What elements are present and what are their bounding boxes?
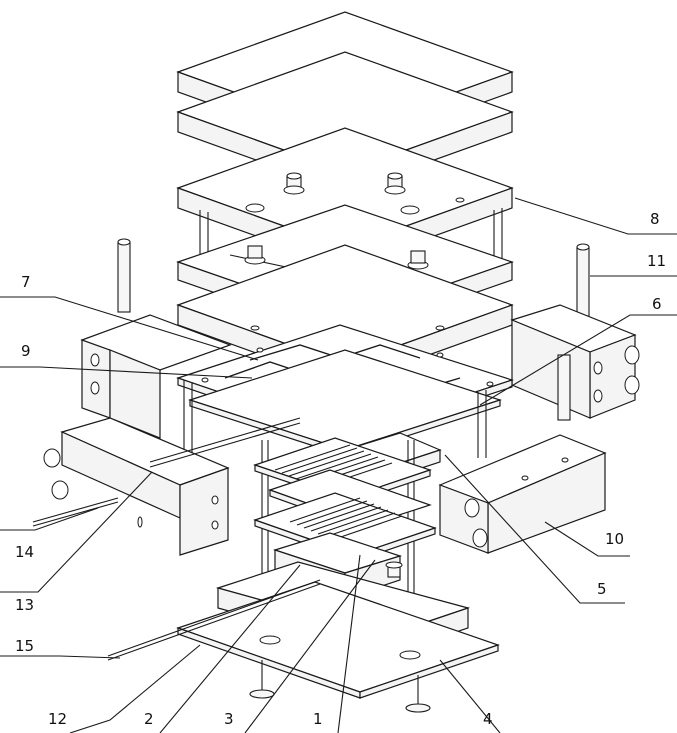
tube-14 bbox=[32, 497, 119, 527]
label-14: 14 bbox=[15, 543, 34, 561]
label-15: 15 bbox=[15, 637, 34, 655]
plate-8 bbox=[176, 127, 514, 269]
label-11: 11 bbox=[647, 252, 666, 270]
bolt-nut-right bbox=[384, 172, 406, 195]
label-8: 8 bbox=[650, 210, 660, 228]
left-clamp-bar-lower bbox=[43, 417, 230, 556]
rod-left-top bbox=[117, 238, 131, 313]
label-10: 10 bbox=[605, 530, 624, 548]
label-13: 13 bbox=[15, 596, 34, 614]
label-5: 5 bbox=[597, 580, 607, 598]
rod-right-mid bbox=[557, 354, 571, 421]
label-3: 3 bbox=[224, 710, 234, 728]
label-9: 9 bbox=[21, 342, 31, 360]
label-1: 1 bbox=[313, 710, 323, 728]
label-12: 12 bbox=[48, 710, 67, 728]
label-2: 2 bbox=[144, 710, 154, 728]
base-plate bbox=[176, 581, 500, 713]
right-clamp-bar-upper bbox=[510, 304, 640, 419]
bolt-nut-left bbox=[283, 172, 305, 195]
label-4: 4 bbox=[483, 710, 493, 728]
label-7: 7 bbox=[21, 273, 31, 291]
right-clamp-bar-10 bbox=[438, 434, 607, 554]
label-6: 6 bbox=[652, 295, 662, 313]
tube-13 bbox=[149, 417, 301, 468]
leader-lines bbox=[0, 197, 677, 733]
tube-15 bbox=[107, 579, 321, 661]
left-clamp-bar-upper bbox=[80, 314, 232, 439]
rod-11 bbox=[576, 243, 590, 326]
part-labels: 7 9 8 11 6 10 5 14 13 15 12 2 3 1 4 bbox=[15, 210, 666, 728]
